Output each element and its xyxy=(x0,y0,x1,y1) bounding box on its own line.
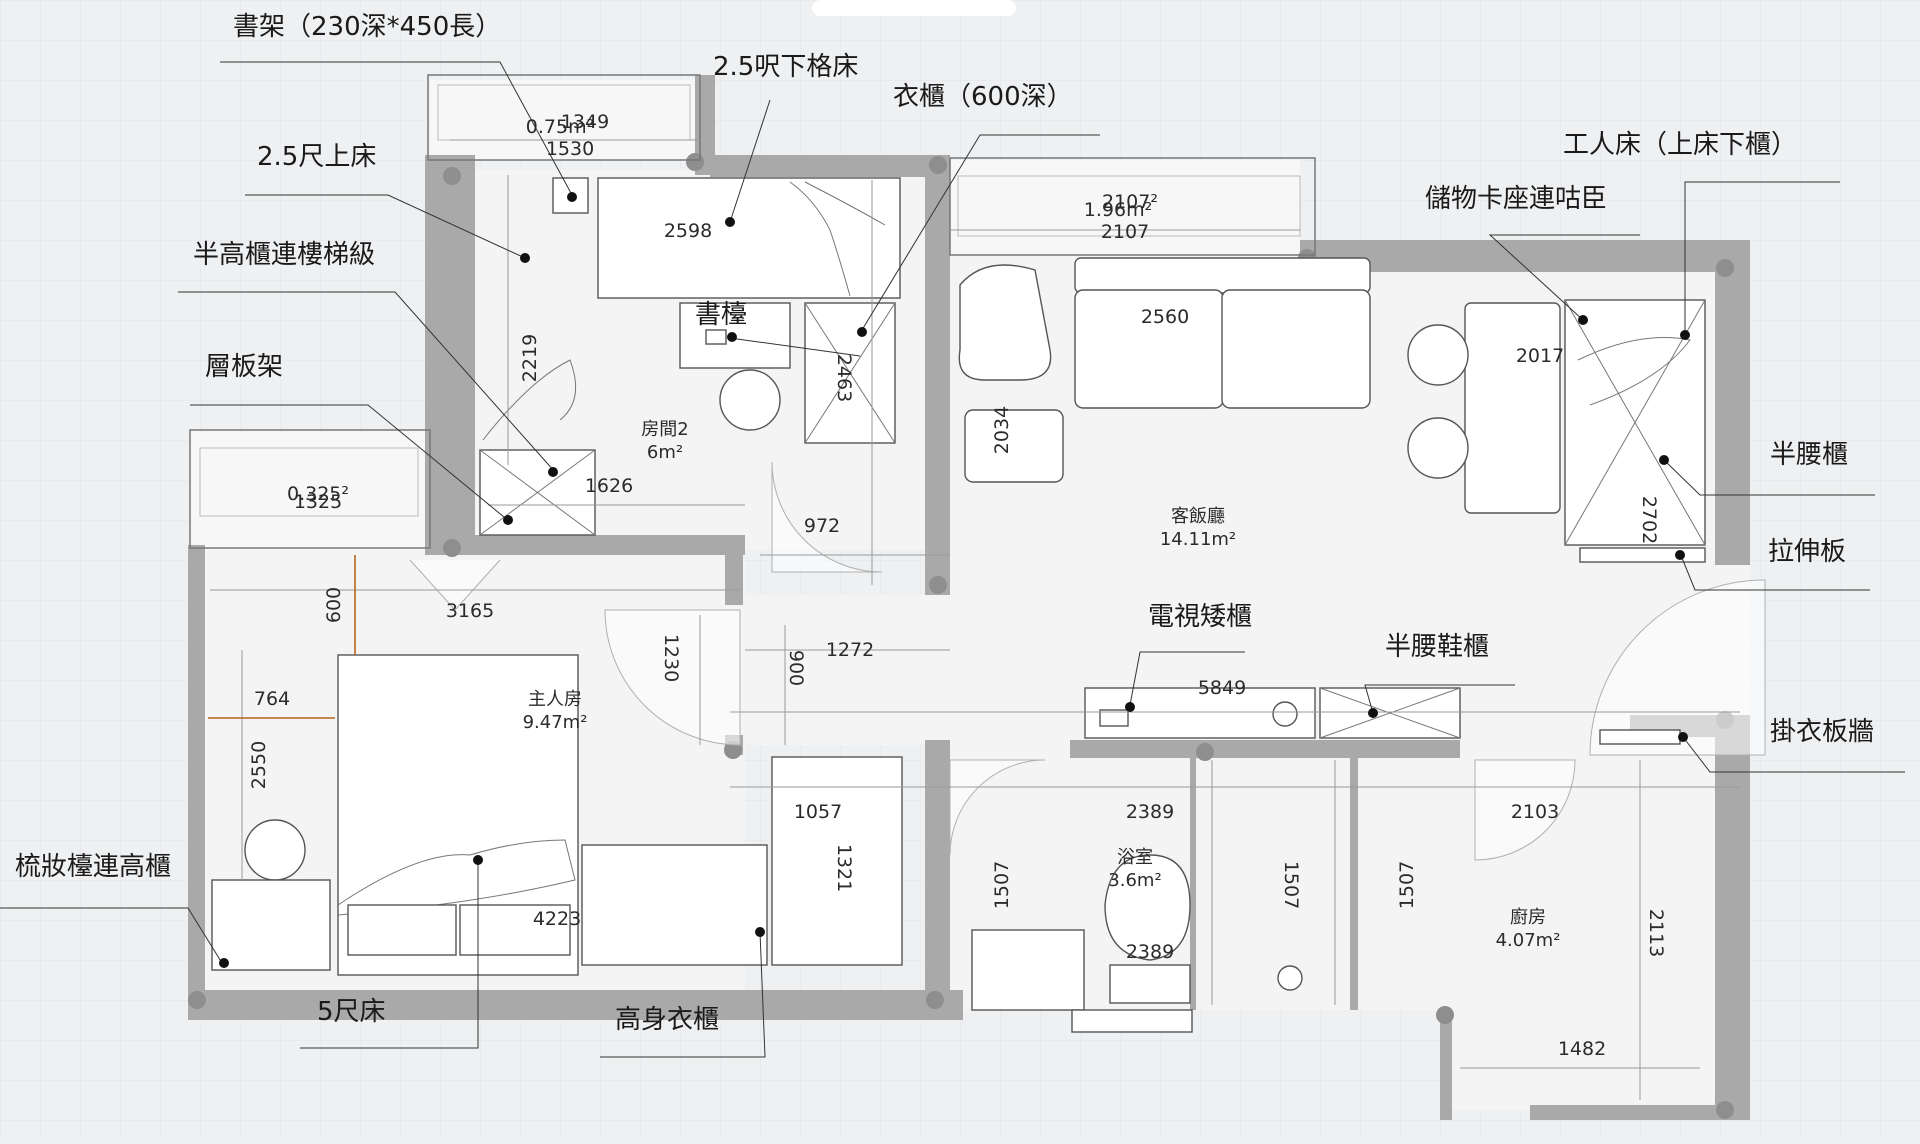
callout-shelf-rack: 層板架 xyxy=(205,352,283,382)
dim-1507b: 1507 xyxy=(1280,861,1302,909)
dimension-labels: 1349 0.75m² 1530 2598 2219 2463 1626 972… xyxy=(248,111,1667,1060)
dim-2598: 2598 xyxy=(664,220,712,242)
callout-bookshelf: 書架（230深*450長） xyxy=(233,12,501,42)
dim-1507a: 1507 xyxy=(991,861,1013,909)
dim-1230: 1230 xyxy=(660,634,682,682)
dim-075: 0.75m² xyxy=(526,116,594,138)
dim-5849: 5849 xyxy=(1198,677,1246,699)
callout-tall-wardrobe: 高身衣櫃 xyxy=(615,1005,719,1035)
dim-2107b: 2107 xyxy=(1101,221,1149,243)
callout-half-cab-stairs: 半高櫃連樓梯級 xyxy=(193,240,375,270)
callout-wardrobe600: 衣櫃（600深） xyxy=(893,82,1073,112)
living-area: 14.11m² xyxy=(1160,529,1236,550)
room2-name: 房間2 xyxy=(641,419,688,440)
master-name: 主人房 xyxy=(528,689,582,710)
bath-area: 3.6m² xyxy=(1108,870,1161,891)
dim-1057: 1057 xyxy=(794,801,842,823)
bath-name: 浴室 xyxy=(1117,847,1153,868)
door-swings xyxy=(409,461,1766,861)
dim-2389b: 2389 xyxy=(1126,941,1174,963)
dim-1349: 1349 xyxy=(561,111,609,133)
callout-desk: 書檯 xyxy=(695,300,747,330)
dim-2702: 2702 xyxy=(1638,496,1660,544)
dim-2113: 2113 xyxy=(1645,909,1667,957)
dim-764: 764 xyxy=(254,688,290,710)
dim-4223: 4223 xyxy=(533,908,581,930)
dim-2389a: 2389 xyxy=(1126,801,1174,823)
callout-tv-cab: 電視矮櫃 xyxy=(1148,602,1252,632)
top-tab xyxy=(812,0,1016,16)
dim-1626: 1626 xyxy=(585,475,633,497)
dim-2103: 2103 xyxy=(1511,801,1559,823)
callout-hanging-wall: 掛衣板牆 xyxy=(1770,717,1874,747)
callout-vanity: 梳妝檯連高櫃 xyxy=(15,852,171,882)
dim-1507c: 1507 xyxy=(1396,861,1418,909)
callout-dots xyxy=(219,192,1690,968)
master-area: 9.47m² xyxy=(523,712,588,733)
balconies xyxy=(189,74,1316,549)
dim-2560: 2560 xyxy=(1141,306,1189,328)
dim-1325: 1325 xyxy=(294,491,342,513)
dim-1482: 1482 xyxy=(1558,1038,1606,1060)
dim-2550: 2550 xyxy=(248,741,270,789)
dim-1530: 1530 xyxy=(546,138,594,160)
leader-lines xyxy=(0,61,1905,1058)
dim-3165: 3165 xyxy=(446,600,494,622)
kitchen-area: 4.07m² xyxy=(1496,930,1561,951)
callout-half-waist-cab: 半腰櫃 xyxy=(1770,440,1848,470)
dim-1272: 1272 xyxy=(826,639,874,661)
dim-0325: 0.325² xyxy=(287,483,349,505)
callout-pull-board: 拉伸板 xyxy=(1768,537,1846,567)
kitchen-name: 廚房 xyxy=(1510,906,1546,928)
dim-2017: 2017 xyxy=(1516,345,1564,367)
walls xyxy=(188,75,1750,1120)
dim-2219: 2219 xyxy=(519,334,541,382)
room2-area: 6m² xyxy=(647,442,683,463)
dim-2034: 2034 xyxy=(991,406,1013,454)
callout-lower-bed: 2.5呎下格床 xyxy=(713,52,858,82)
dim-972: 972 xyxy=(804,515,840,537)
dim-2107a: 2107² xyxy=(1102,191,1158,213)
furniture xyxy=(211,177,1706,1033)
dim-2463: 2463 xyxy=(833,354,855,402)
room-labels: 房間2 6m² 客飯廳 14.11m² 主人房 9.47m² 浴室 3.6m² … xyxy=(523,419,1561,951)
callout-labels: 書架（230深*450長） 2.5呎下格床 衣櫃（600深） 2.5尺上床 半高… xyxy=(15,12,1874,1035)
dimension-lines xyxy=(208,139,1740,1100)
dim-1321: 1321 xyxy=(833,844,855,892)
callout-helper-bed: 工人床（上床下櫃） xyxy=(1563,130,1797,160)
callout-shoe-cab: 半腰鞋櫃 xyxy=(1385,632,1489,662)
dim-600: 600 xyxy=(323,587,345,623)
callout-bed5: 5尺床 xyxy=(317,997,386,1027)
living-name: 客飯廳 xyxy=(1171,506,1225,527)
dim-196: 1.96m² xyxy=(1084,199,1152,221)
callout-upper-bed: 2.5尺上床 xyxy=(257,142,376,172)
dim-900: 900 xyxy=(785,650,807,686)
callout-storage-seat: 儲物卡座連咕臣 xyxy=(1425,184,1607,214)
